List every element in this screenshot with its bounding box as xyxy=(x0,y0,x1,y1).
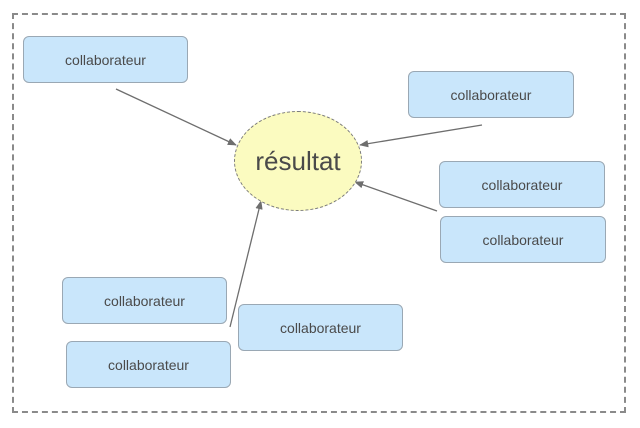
diagram-frame xyxy=(12,13,626,413)
collaborator-node[interactable]: collaborateur xyxy=(62,277,227,324)
edge-n5-to-center xyxy=(229,200,263,328)
edge-n3-to-center xyxy=(354,181,438,212)
collaborator-node[interactable]: collaborateur xyxy=(238,304,403,351)
collaborator-node-label: collaborateur xyxy=(482,231,564,248)
collaborator-node[interactable]: collaborateur xyxy=(66,341,231,388)
edge-n2-to-center xyxy=(359,124,483,148)
collaborator-node-label: collaborateur xyxy=(104,292,185,309)
collaborator-node-label: collaborateur xyxy=(65,51,146,68)
collaborator-node-label: collaborateur xyxy=(481,176,563,193)
collaborator-node[interactable]: collaborateur xyxy=(23,36,188,83)
collaborator-node-label: collaborateur xyxy=(450,86,532,103)
collaborator-node-label: collaborateur xyxy=(280,319,361,336)
collaborator-node[interactable]: collaborateur xyxy=(408,71,574,118)
edge-n1-to-center xyxy=(115,88,237,146)
collaborator-node[interactable]: collaborateur xyxy=(440,216,606,263)
collaborator-node-label: collaborateur xyxy=(108,356,189,373)
result-node-label: résultat xyxy=(255,145,341,176)
result-node[interactable]: résultat xyxy=(234,111,362,211)
collaborator-node[interactable]: collaborateur xyxy=(439,161,605,208)
